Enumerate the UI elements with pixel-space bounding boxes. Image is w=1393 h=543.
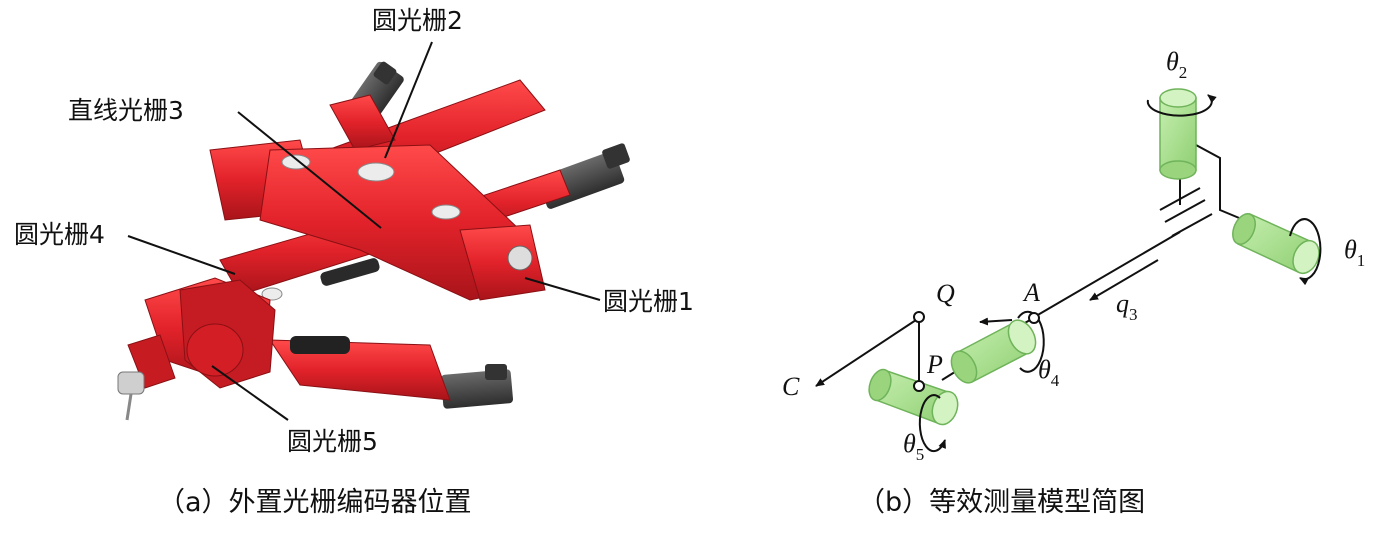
theta5-label: θ5 [903, 429, 924, 464]
cylinder-theta5 [868, 368, 959, 426]
rotation-arrows [918, 94, 1322, 453]
C-label: C [782, 372, 800, 401]
robot-illustration [117, 61, 630, 421]
cylinder-theta2 [1159, 88, 1197, 180]
label-grating-2: 圆光栅2 [372, 6, 463, 35]
theta2-label: θ2 [1166, 47, 1187, 82]
Q-label: Q [936, 279, 955, 308]
motor-bottom-right [440, 364, 514, 409]
cylinder-theta4 [950, 319, 1037, 384]
label-grating-4: 圆光栅4 [14, 220, 105, 249]
cylinder-theta1 [1232, 212, 1320, 275]
P-label: P [926, 350, 943, 379]
joint-P [913, 380, 925, 392]
joint-Q [913, 311, 925, 323]
joint-A [1028, 312, 1040, 324]
leader-lines [127, 41, 601, 421]
label-grating-5: 圆光栅5 [287, 427, 378, 456]
caption-a: （a）外置光栅编码器位置 [158, 487, 472, 518]
label-linear-grating-3: 直线光栅3 [68, 96, 184, 125]
q3-label: q3 [1116, 289, 1138, 324]
A-label: A [1022, 278, 1040, 307]
caption-b: （b）等效测量模型简图 [858, 487, 1145, 518]
label-grating-1: 圆光栅1 [603, 287, 694, 316]
theta1-label: θ1 [1344, 235, 1365, 270]
theta4-label: θ4 [1038, 355, 1060, 390]
